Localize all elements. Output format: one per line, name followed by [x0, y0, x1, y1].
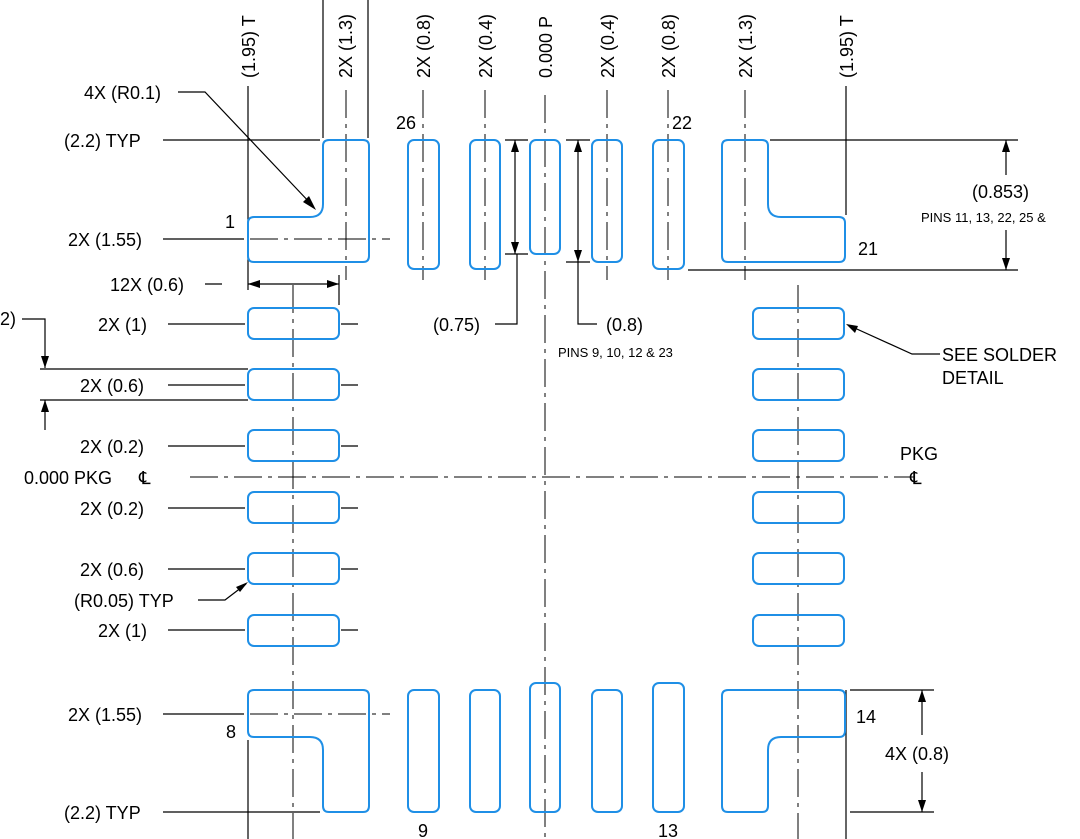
- label-r005: (R0.05) TYP: [74, 591, 174, 611]
- label-02-a: 2X (0.2): [80, 437, 144, 457]
- label-06-a: 2X (0.6): [80, 376, 144, 396]
- pad-left-5: [247, 552, 340, 585]
- pin-number-9: 9: [418, 821, 428, 839]
- label-155-top: 2X (1.55): [68, 230, 142, 250]
- pad-top-3: [529, 139, 561, 255]
- label-02-b: 2X (0.2): [80, 499, 144, 519]
- pin-numbers: 1 8 9 13 14 21 22 26: [225, 113, 878, 839]
- pin-number-21: 21: [858, 239, 878, 259]
- pad-right-4: [752, 491, 845, 524]
- pad-left-3: [247, 429, 340, 462]
- pad-left-2: [247, 368, 340, 401]
- top-dim-4: 2X (0.4): [476, 14, 496, 78]
- pin-number-8: 8: [226, 722, 236, 742]
- pad-right-6: [752, 614, 845, 647]
- label-155-bot: 2X (1.55): [68, 705, 142, 725]
- centerline-symbol-left: ℄: [138, 468, 151, 488]
- corner-pad-top-left: [247, 139, 370, 263]
- label-pkg-left: 0.000 PKG: [24, 468, 112, 488]
- labels: 4X (R0.1) (2.2) TYP 2X (1.55) 12X (0.6) …: [0, 83, 1057, 823]
- top-dim-9: (1.95) T: [837, 15, 857, 78]
- label-08-4x: 4X (0.8): [885, 744, 949, 764]
- pin-number-13: 13: [658, 821, 678, 839]
- label-pins-a: PINS 9, 10, 12 & 23: [558, 345, 673, 360]
- top-dim-8: 2X (1.3): [736, 14, 756, 78]
- pin-number-22: 22: [672, 113, 692, 133]
- pad-left-1: [247, 307, 340, 340]
- top-dim-2: 2X (1.3): [336, 14, 356, 78]
- label-06-b: 2X (0.6): [80, 560, 144, 580]
- pad-top-5: [652, 139, 685, 270]
- leaders: [22, 91, 1018, 813]
- pad-right-1: [752, 307, 845, 340]
- top-dim-3: 2X (0.8): [414, 14, 434, 78]
- pin-number-1: 1: [225, 212, 235, 232]
- pad-bottom-4: [591, 689, 623, 813]
- top-dim-7: 2X (0.8): [659, 14, 679, 78]
- pad-top-2: [469, 139, 501, 270]
- pad-bottom-2: [469, 689, 501, 813]
- top-extension-lines: [247, 0, 847, 839]
- pad-bottom-1: [407, 689, 440, 813]
- label-typ22-top: (2.2) TYP: [64, 131, 141, 151]
- pad-right-2: [752, 368, 845, 401]
- corner-pad-top-right: [721, 139, 846, 263]
- corner-pad-bottom-left: [247, 689, 370, 813]
- label-075: (0.75): [433, 315, 480, 335]
- centerline-symbol-right: ℄: [909, 468, 922, 488]
- leader-r01: [178, 91, 313, 206]
- pad-bottom-5: [652, 682, 685, 813]
- label-06-12x: 12X (0.6): [110, 275, 184, 295]
- top-dimension-labels: (1.95) T 2X (1.3) 2X (0.8) 2X (0.4) 0.00…: [239, 14, 857, 78]
- center-lines: [190, 90, 915, 839]
- top-dim-5: 0.000 P: [536, 16, 556, 78]
- label-left-clip: 2): [0, 309, 16, 329]
- top-dim-6: 2X (0.4): [598, 14, 618, 78]
- pad-top-4: [591, 139, 623, 263]
- label-see-solder: SEE SOLDER: [942, 345, 1057, 365]
- label-pkg-right: PKG: [900, 444, 938, 464]
- label-0853: (0.853): [972, 182, 1029, 202]
- pad-left-6: [247, 614, 340, 647]
- pads: [247, 139, 846, 813]
- pad-right-5: [752, 552, 845, 585]
- corner-pad-bottom-right: [721, 689, 846, 813]
- label-detail: DETAIL: [942, 368, 1004, 388]
- label-pins-b: PINS 11, 13, 22, 25 &: [921, 210, 1046, 225]
- pad-right-3: [752, 429, 845, 462]
- label-1-b: 2X (1): [98, 621, 147, 641]
- pad-top-1: [407, 139, 440, 270]
- pad-left-4: [247, 491, 340, 524]
- label-r01: 4X (R0.1): [84, 83, 161, 103]
- top-dim-1: (1.95) T: [239, 15, 259, 78]
- label-08: (0.8): [606, 315, 643, 335]
- label-1-a: 2X (1): [98, 315, 147, 335]
- pin-number-26: 26: [396, 113, 416, 133]
- pin-number-14: 14: [856, 707, 876, 727]
- label-typ22-bot: (2.2) TYP: [64, 803, 141, 823]
- pad-bottom-3: [529, 682, 561, 813]
